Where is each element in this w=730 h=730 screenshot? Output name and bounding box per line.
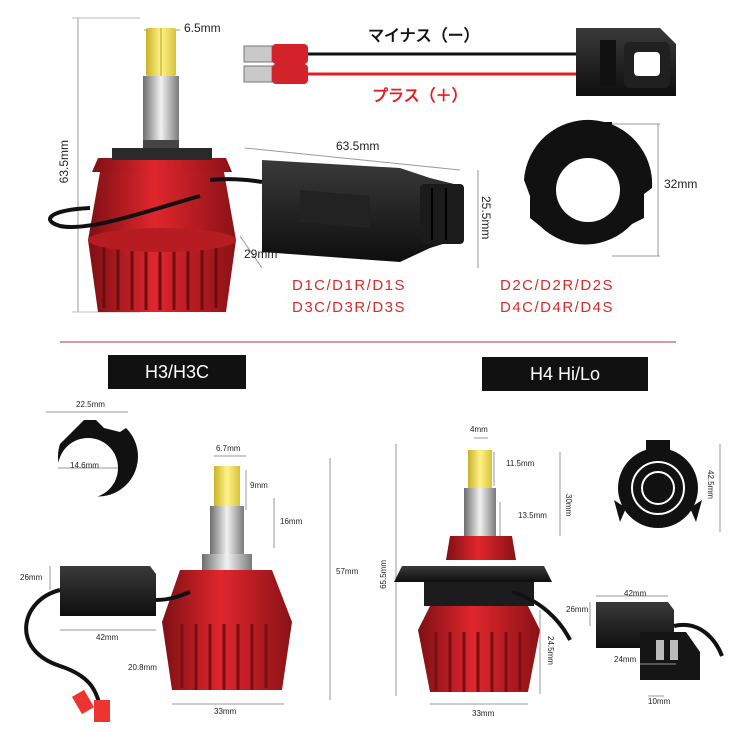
h3-chip-len-label: 9mm	[250, 481, 268, 490]
compat-d2: D2C/D2R/D2S	[500, 277, 615, 294]
h3-driver-len-label: 42mm	[96, 633, 119, 642]
h3-title-tag: H3/H3C	[108, 355, 246, 389]
h4-driver-len-label: 42mm	[624, 589, 647, 598]
h3-base-w-label: 33mm	[214, 707, 237, 716]
h4-pin-w-label: 10mm	[648, 697, 671, 706]
h4-chip-len-label: 11.5mm	[506, 459, 535, 468]
compat-d1: D1C/D1R/D1S	[292, 277, 407, 294]
h4-title-tag: H4 Hi/Lo	[482, 357, 648, 391]
h3-total-height-label: 57mm	[336, 567, 359, 576]
h3-tip-width-label: 6.7mm	[216, 444, 241, 453]
h4-bulb	[394, 437, 572, 705]
top-driver-height-label: 25.5mm	[479, 196, 493, 240]
top-tip-width-label: 6.5mm	[184, 21, 221, 35]
h3-bulb	[162, 455, 331, 705]
top-height-label: 63.5mm	[57, 140, 71, 184]
top-wire-harness	[243, 28, 676, 96]
h4-base-w-label: 33mm	[472, 709, 495, 718]
h4-driver-h-label: 26mm	[566, 605, 589, 614]
top-adapter-diameter-label: 32mm	[664, 177, 698, 191]
h4-base-h-label: 24.5mm	[546, 636, 555, 665]
top-bulb	[48, 17, 263, 313]
compat-d3: D3C/D3R/D3S	[292, 299, 407, 316]
h4-flange	[614, 440, 721, 532]
h3-ring-outer-label: 22.5mm	[76, 400, 105, 409]
top-adapter-ring	[524, 119, 660, 257]
top-driver	[239, 147, 479, 269]
h4-tip-width-label: 4mm	[470, 425, 488, 434]
wire-plus-label: プラス（＋）	[372, 86, 468, 105]
compat-d4: D4C/D4R/D4S	[500, 299, 615, 316]
wire-minus-label: マイナス（ー）	[368, 26, 480, 45]
h4-plug-w-label: 24mm	[614, 655, 637, 664]
h4-driver	[589, 595, 724, 697]
h3-driver-h-label: 26mm	[20, 573, 43, 582]
h4-tube-len-label: 13.5mm	[518, 511, 547, 520]
h3-driver	[24, 566, 191, 722]
h3-ring	[46, 411, 138, 498]
h4-upper-len-label: 30mm	[564, 494, 573, 517]
h3-tube-len-label: 16mm	[280, 517, 303, 526]
h4-flange-dia-label: 42.5mm	[706, 470, 715, 499]
h4-total-height-label: 65.5mm	[379, 560, 388, 589]
top-driver-length-label: 63.5mm	[336, 139, 380, 153]
h3-ring-inner-label: 14.6mm	[70, 461, 99, 470]
h3-base-h-label: 20.8mm	[128, 663, 157, 672]
top-driver-width-label: 29mm	[244, 247, 278, 261]
